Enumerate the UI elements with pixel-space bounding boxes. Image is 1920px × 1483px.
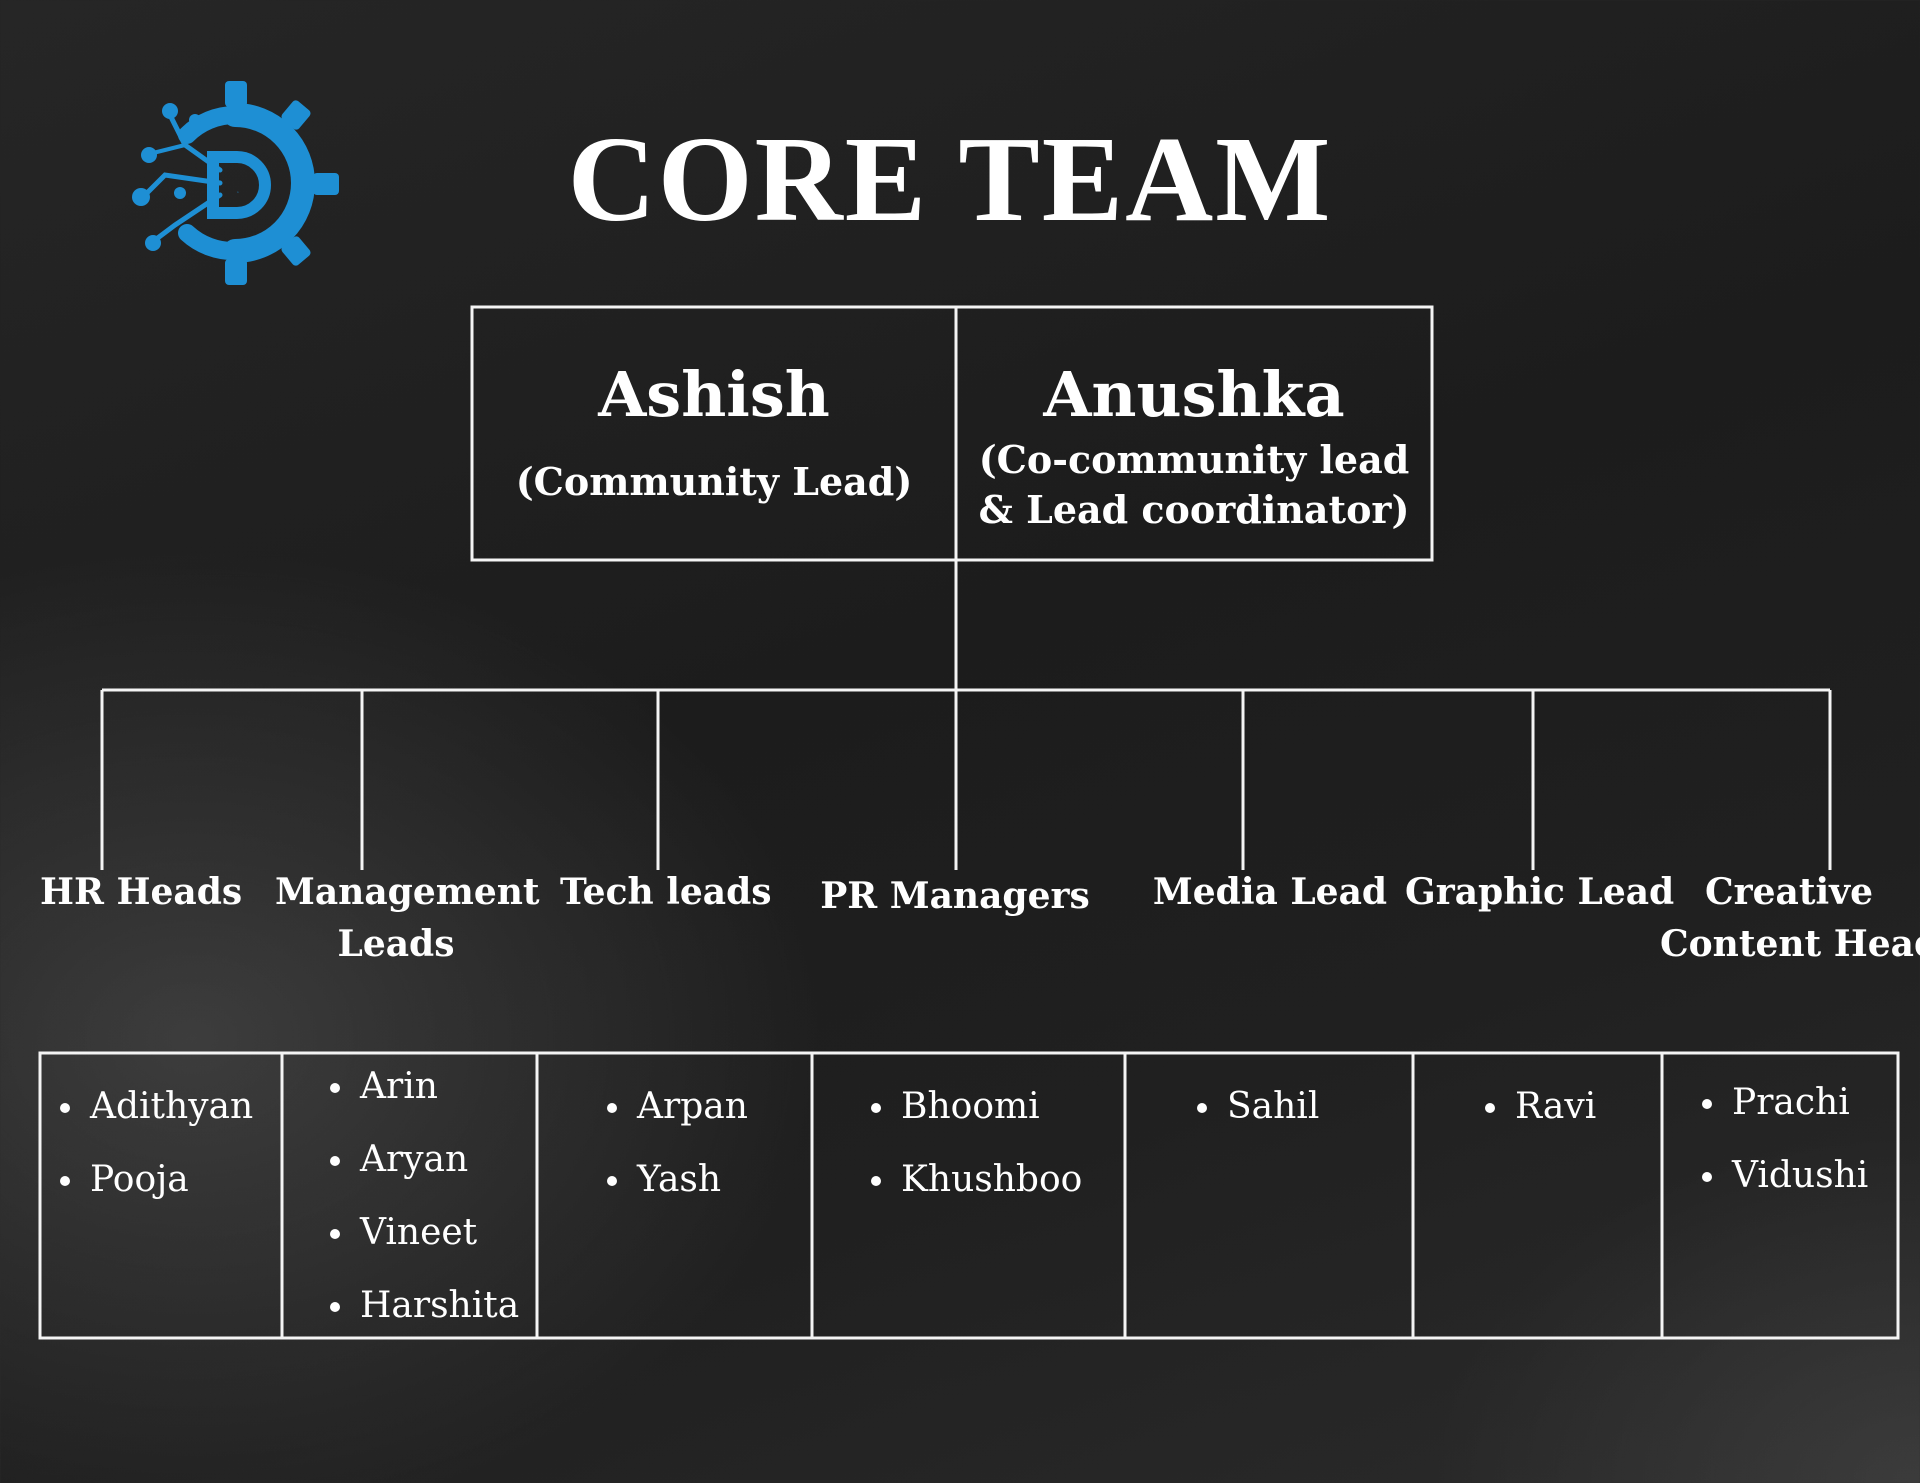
list-item: Sahil	[1196, 1070, 1319, 1143]
list-item: Prachi	[1701, 1066, 1868, 1139]
dept-label-hr-heads: HR Heads	[40, 871, 243, 913]
list-item: Bhoomi	[870, 1070, 1082, 1143]
members-list-creative-content: Prachi Vidushi	[1692, 1066, 1868, 1212]
gear-circuit-logo-icon: D	[132, 81, 339, 285]
list-item: Aryan	[329, 1123, 519, 1196]
dept-label-pr-managers: PR Managers	[820, 875, 1090, 917]
list-item: Ravi	[1484, 1070, 1596, 1143]
list-item: Vineet	[329, 1196, 519, 1269]
members-list-tech-leads: Arpan Yash	[597, 1070, 748, 1216]
members-list-management: Arin Aryan Vineet Harshita	[320, 1050, 519, 1342]
list-item: Adithyan	[59, 1070, 253, 1143]
lead-role-anushka-line1: (Co-community lead	[978, 437, 1410, 482]
members-list-pr-managers: Bhoomi Khushboo	[861, 1070, 1082, 1216]
list-item: Vidushi	[1701, 1139, 1868, 1212]
logo-letter: D	[237, 192, 239, 194]
members-list-graphic-lead: Ravi	[1475, 1070, 1596, 1143]
list-item: Yash	[607, 1143, 748, 1216]
list-item: Arpan	[607, 1070, 748, 1143]
dept-label-management-line2: Leads	[337, 923, 455, 965]
dept-label-tech-leads: Tech leads	[560, 871, 772, 913]
list-item: Arin	[329, 1050, 519, 1123]
lead-role-ashish: (Community Lead)	[515, 459, 913, 504]
list-item: Harshita	[329, 1269, 519, 1342]
members-list-hr-heads: Adithyan Pooja	[50, 1070, 253, 1216]
list-item: Khushboo	[870, 1143, 1082, 1216]
dept-label-media-lead: Media Lead	[1152, 871, 1388, 913]
list-item: Pooja	[59, 1143, 253, 1216]
dept-label-creative: Creative	[1705, 871, 1873, 913]
lead-name-ashish: Ashish	[598, 358, 830, 431]
community-logo: D	[125, 75, 350, 290]
dept-label-management: Management	[275, 871, 540, 913]
dept-label-creative-line2: Content Head	[1660, 923, 1920, 965]
lead-name-anushka: Anushka	[1043, 358, 1345, 431]
dept-label-graphic-lead: Graphic Lead	[1405, 871, 1675, 913]
lead-role-anushka-line2: & Lead coordinator)	[978, 487, 1410, 532]
page-title: CORE TEAM	[567, 112, 1333, 247]
members-list-media-lead: Sahil	[1187, 1070, 1319, 1143]
